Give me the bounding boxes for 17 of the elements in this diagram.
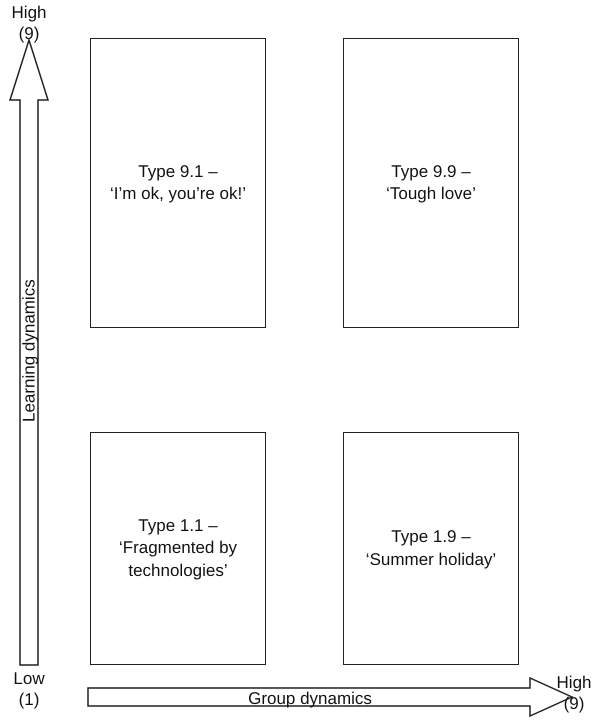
axis-title: Group dynamics [247, 688, 373, 710]
quadrant-label: ‘I’m ok, you’re ok!’ [110, 183, 246, 205]
quadrant-box [343, 432, 519, 665]
quadrant-box [90, 38, 266, 328]
quadrant-label: ‘Fragmented by technologies’ [118, 537, 238, 582]
quadrant-box [343, 38, 519, 328]
axis-end-label: High (9) [10, 2, 48, 44]
quadrant-label: Type 9.1 – [138, 160, 218, 183]
axis-end-label: High (9) [556, 672, 592, 714]
quadrant-label: Type 9.9 – [391, 160, 471, 183]
axis-end-label: Low (1) [12, 668, 46, 710]
quadrant-label: ‘Tough love’ [386, 183, 476, 205]
quadrant-box [90, 432, 266, 665]
quadrant-label: Type 1.9 – [391, 526, 471, 548]
quadrant-label: Type 1.1 – [138, 515, 218, 538]
quadrant-label: ‘Summer holiday’ [366, 548, 496, 570]
axis-title: Learning dynamics [18, 278, 40, 424]
